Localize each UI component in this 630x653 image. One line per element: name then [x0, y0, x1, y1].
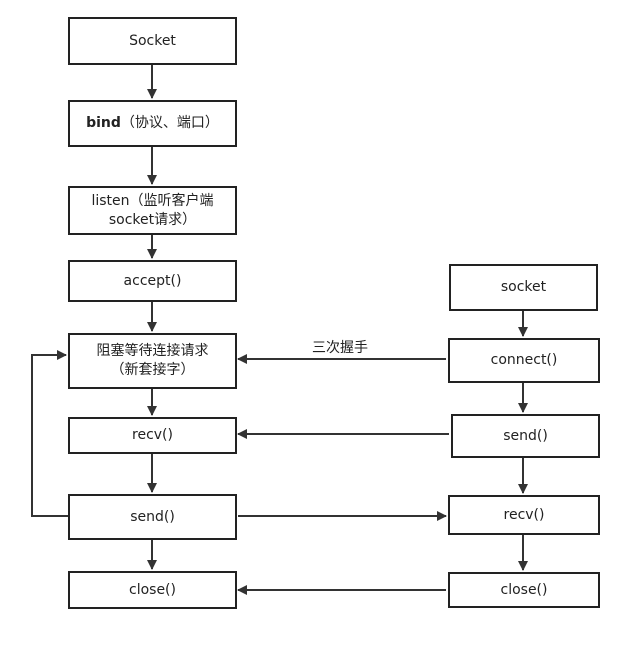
client-send-box: send()	[451, 414, 600, 458]
client-recv-label: recv()	[503, 506, 545, 523]
blocking-wait-line-1: 阻塞等待连接请求	[96, 343, 209, 359]
server-recv-box: recv()	[68, 417, 237, 454]
server-close-label: close()	[129, 581, 176, 598]
blocking-wait-box: 阻塞等待连接请求 （新套接字）	[68, 333, 237, 389]
server-socket-label: Socket	[129, 32, 176, 49]
connect-box: connect()	[448, 338, 600, 383]
client-socket-label: socket	[500, 279, 547, 295]
accept-box: accept()	[68, 260, 237, 302]
client-close-label: close()	[500, 581, 548, 598]
server-send-box: send()	[68, 494, 237, 540]
handshake-label: 三次握手	[312, 340, 368, 356]
loop-back-arrow	[31, 350, 68, 517]
bind-label: bind	[86, 115, 121, 131]
server-send-label: send()	[130, 508, 175, 525]
bind-box: bind （协议、端口）	[68, 100, 237, 147]
accept-label: accept()	[123, 272, 182, 289]
listen-line-1: listen（监听客户端	[91, 192, 214, 209]
blocking-wait-line-2: （新套接字）	[110, 362, 195, 378]
server-socket-box: Socket	[68, 17, 237, 65]
client-close-box: close()	[448, 572, 600, 608]
client-send-label: send()	[503, 427, 548, 444]
client-recv-box: recv()	[448, 495, 600, 535]
server-close-box: close()	[68, 571, 237, 609]
listen-line-2: socket请求）	[108, 211, 197, 228]
listen-box: listen（监听客户端 socket请求）	[68, 186, 237, 235]
server-recv-label: recv()	[132, 427, 173, 443]
client-socket-box: socket	[449, 264, 598, 311]
bind-suffix: （协议、端口）	[120, 115, 219, 131]
connect-label: connect()	[490, 352, 558, 368]
